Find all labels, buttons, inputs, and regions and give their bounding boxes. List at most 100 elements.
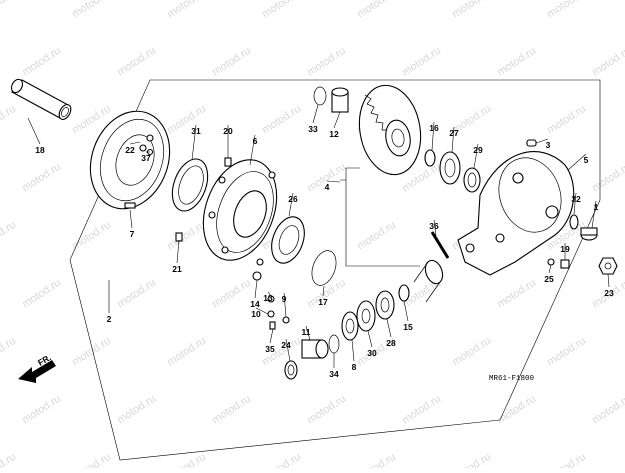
- callout-label-16: 16: [429, 123, 439, 133]
- callout-leader-22: [129, 141, 141, 145]
- watermark-text: motod.ru: [210, 45, 253, 79]
- callout-label-3: 3: [546, 140, 551, 150]
- watermark-text: motod.ru: [260, 103, 303, 137]
- watermark-text: motod.ru: [545, 0, 588, 21]
- part-3-cap: [526, 139, 537, 147]
- watermark-text: motod.ru: [165, 451, 208, 468]
- callout-leader-26: [288, 192, 294, 217]
- watermark-text: motod.ru: [70, 451, 113, 468]
- callout-label-17: 17: [318, 297, 328, 307]
- part-1-cap: [580, 227, 598, 241]
- callout-label-36: 36: [429, 221, 439, 231]
- callout-label-32: 32: [571, 194, 581, 204]
- callout-leader-23: [607, 273, 610, 288]
- watermark-text: motod.ru: [70, 219, 113, 253]
- callout-leader-18: [27, 117, 41, 145]
- part-30-bearing: [356, 300, 376, 332]
- callout-label-19: 19: [560, 244, 570, 254]
- assembly-outline: [69, 79, 601, 461]
- callout-leader-24: [285, 338, 291, 362]
- callout-leader-9: [283, 292, 287, 318]
- part-35-bolt: [269, 321, 276, 330]
- callout-label-37: 37: [141, 153, 151, 163]
- watermark-text: motod.ru: [0, 103, 18, 137]
- watermark-text: motod.ru: [545, 103, 588, 137]
- callout-leader-32: [573, 192, 577, 215]
- callout-label-15: 15: [403, 322, 413, 332]
- callout-leader-10: [255, 307, 269, 315]
- part-20-bolt: [224, 157, 232, 167]
- callout-label-34: 34: [329, 369, 339, 379]
- callout-label-26: 26: [288, 194, 298, 204]
- callout-label-28: 28: [386, 338, 396, 348]
- callout-label-5: 5: [584, 155, 589, 165]
- watermark-text: motod.ru: [305, 45, 348, 79]
- watermark-text: motod.ru: [115, 393, 158, 427]
- part-27-bearing: [439, 151, 461, 185]
- watermark-text: motod.ru: [590, 45, 625, 79]
- part-36-stud: [430, 231, 450, 259]
- watermark-text: motod.ru: [165, 0, 208, 21]
- part-ring-gear: [358, 84, 422, 176]
- watermark-text: motod.ru: [70, 0, 113, 21]
- part-28-bearing: [375, 290, 395, 320]
- watermark-text: motod.ru: [450, 0, 493, 21]
- callout-label-7: 7: [130, 229, 135, 239]
- watermark-text: motod.ru: [400, 45, 443, 79]
- callout-label-35: 35: [265, 344, 275, 354]
- callout-leader-36: [433, 219, 437, 237]
- watermark-text: motod.ru: [450, 335, 493, 369]
- part-4-bracket: [340, 167, 420, 267]
- callout-label-14: 14: [250, 299, 260, 309]
- callout-label-9: 9: [282, 294, 287, 304]
- watermark-text: motod.ru: [210, 393, 253, 427]
- callout-label-11: 11: [302, 327, 311, 337]
- callout-label-23: 23: [604, 288, 614, 298]
- watermark-text: motod.ru: [0, 451, 18, 468]
- part-11-joint: [301, 339, 329, 359]
- watermark-text: motod.ru: [20, 45, 63, 79]
- callout-label-6: 6: [253, 136, 258, 146]
- callout-label-25: 25: [544, 274, 554, 284]
- part-15-ring: [398, 284, 410, 302]
- watermark-text: motod.ru: [355, 0, 398, 21]
- part-34-ring: [328, 334, 340, 354]
- watermark-text: motod.ru: [495, 393, 538, 427]
- watermark-text: motod.ru: [20, 277, 63, 311]
- part-32-ring: [569, 214, 579, 230]
- callout-label-10: 10: [251, 309, 261, 319]
- callout-leader-30: [367, 330, 373, 348]
- callout-leader-35: [269, 328, 274, 344]
- watermark-text: motod.ru: [70, 335, 113, 369]
- part-19-bolt: [560, 259, 570, 269]
- watermark-text: motod.ru: [20, 393, 63, 427]
- watermark-text: motod.ru: [115, 45, 158, 79]
- part-23-nut: [598, 257, 618, 275]
- part-31-oil-seal: [171, 158, 209, 212]
- watermark-text: motod.ru: [115, 277, 158, 311]
- callout-leader-13: [267, 291, 272, 297]
- callout-leader-1: [591, 200, 597, 229]
- callout-label-12: 12: [329, 129, 339, 139]
- callout-label-31: 31: [191, 126, 201, 136]
- part-12-collar: [331, 87, 349, 113]
- part-33-clip: [313, 86, 327, 106]
- watermark-text: motod.ru: [495, 277, 538, 311]
- callout-label-8: 8: [352, 362, 357, 372]
- watermark-text: motod.ru: [590, 161, 625, 195]
- watermark-text: motod.ru: [0, 335, 18, 369]
- part-7-backing-plate: [89, 110, 171, 210]
- watermark-text: motod.ru: [0, 0, 18, 21]
- callout-label-33: 33: [308, 124, 318, 134]
- part-pinion-gear: [413, 259, 444, 303]
- watermark-text: motod.ru: [355, 451, 398, 468]
- front-direction-arrow: [18, 360, 56, 383]
- callout-leader-15: [403, 300, 409, 322]
- watermark-text: motod.ru: [450, 451, 493, 468]
- watermark-text: motod.ru: [305, 393, 348, 427]
- part-24-seal: [284, 360, 298, 380]
- part-18-tube: [10, 78, 72, 120]
- callout-leader-7: [129, 209, 133, 229]
- diagram-code: MR61-F1800: [489, 375, 535, 383]
